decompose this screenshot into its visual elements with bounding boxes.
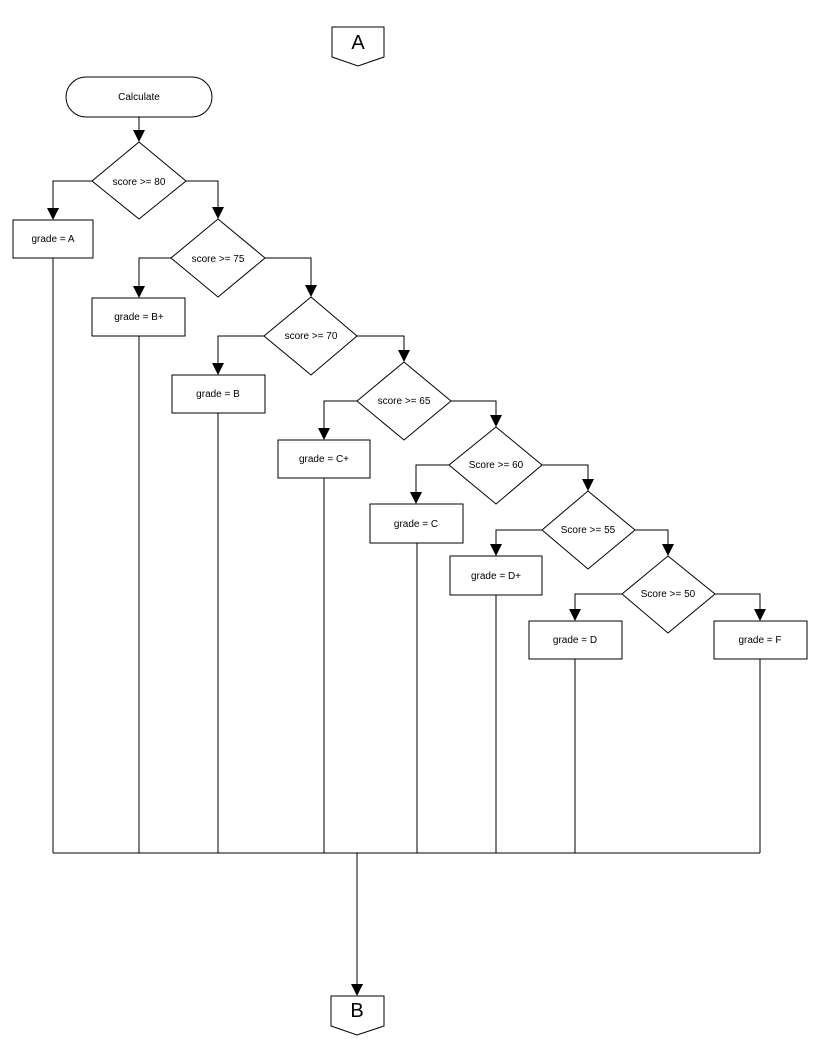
flow-line <box>52 180 92 208</box>
decision-label: score >= 75 <box>192 254 245 265</box>
arrowhead <box>754 609 766 621</box>
arrowhead <box>490 544 502 556</box>
process-label: grade = C+ <box>299 454 349 465</box>
process-shape <box>449 555 543 596</box>
process-grade-b-plus: grade = B+ <box>91 297 186 337</box>
decision-shape <box>356 361 452 441</box>
decision-label: Score >= 60 <box>469 460 524 471</box>
decision-label: Score >= 50 <box>641 589 696 600</box>
arrowhead <box>212 363 224 375</box>
arrowhead <box>490 415 502 427</box>
arrowhead <box>410 492 422 504</box>
process-label: grade = B <box>196 389 240 400</box>
arrowhead <box>582 479 594 491</box>
process-shape <box>713 620 808 660</box>
connector-a-label: A <box>351 32 365 54</box>
terminator-label: Calculate <box>118 92 160 103</box>
flow-line <box>542 464 589 479</box>
flow-line <box>574 593 622 609</box>
decision-score-60: Score >= 60 <box>448 426 543 505</box>
decision-label: Score >= 55 <box>561 525 616 536</box>
process-grade-d-plus: grade = D+ <box>449 555 543 596</box>
decision-label: score >= 70 <box>285 331 338 342</box>
flow-line <box>265 257 312 285</box>
process-grade-d: grade = D <box>528 620 623 660</box>
decision-score-50: Score >= 50 <box>621 555 716 634</box>
process-label: grade = F <box>738 635 781 646</box>
arrowhead <box>398 350 410 362</box>
connector-b: B <box>330 995 385 1036</box>
arrowhead <box>318 428 330 440</box>
flow-line <box>138 257 171 286</box>
process-label: grade = C <box>394 519 438 530</box>
flow-line <box>357 335 405 350</box>
decision-shape <box>448 426 543 505</box>
process-label: grade = D <box>553 635 597 646</box>
decision-score-65: score >= 65 <box>356 361 452 441</box>
flow-line <box>323 400 357 428</box>
decision-shape <box>541 490 636 570</box>
process-label: grade = B+ <box>114 312 164 323</box>
flow-line <box>451 400 497 415</box>
process-grade-c-plus: grade = C+ <box>277 439 371 479</box>
arrowhead <box>662 544 674 556</box>
start-terminator: Calculate <box>65 76 213 118</box>
flow-line <box>415 464 449 492</box>
connector-b-shape <box>330 995 385 1036</box>
arrowhead <box>133 286 145 298</box>
decision-score-70: score >= 70 <box>263 296 358 376</box>
process-grade-b: grade = B <box>171 374 266 414</box>
flow-line <box>186 180 219 207</box>
decision-score-80: score >= 80 <box>91 141 187 220</box>
flow-line <box>715 593 761 609</box>
process-grade-a: grade = A <box>12 219 94 259</box>
process-shape <box>369 503 464 544</box>
flow-line <box>495 529 542 544</box>
process-shape <box>171 374 266 414</box>
arrowhead <box>351 984 363 996</box>
flow-line <box>635 529 669 544</box>
arrowhead <box>569 609 581 621</box>
connector-b-label: B <box>350 1000 363 1022</box>
decision-label: score >= 80 <box>113 177 166 188</box>
flow-line <box>217 335 264 363</box>
process-grade-f: grade = F <box>713 620 808 660</box>
arrowhead <box>47 208 59 220</box>
connector-a: A <box>331 26 385 67</box>
process-label: grade = A <box>31 234 74 245</box>
decision-score-55: Score >= 55 <box>541 490 636 570</box>
decision-label: score >= 65 <box>378 396 431 407</box>
connector-a-shape <box>331 26 385 67</box>
arrowhead <box>212 207 224 219</box>
decision-shape <box>170 218 266 298</box>
process-label: grade = D+ <box>471 571 521 582</box>
arrowhead <box>133 130 145 142</box>
decision-score-75: score >= 75 <box>170 218 266 298</box>
arrowhead <box>305 285 317 297</box>
decision-shape <box>91 141 187 220</box>
decision-shape <box>621 555 716 634</box>
process-grade-c: grade = C <box>369 503 464 544</box>
decision-shape <box>263 296 358 376</box>
